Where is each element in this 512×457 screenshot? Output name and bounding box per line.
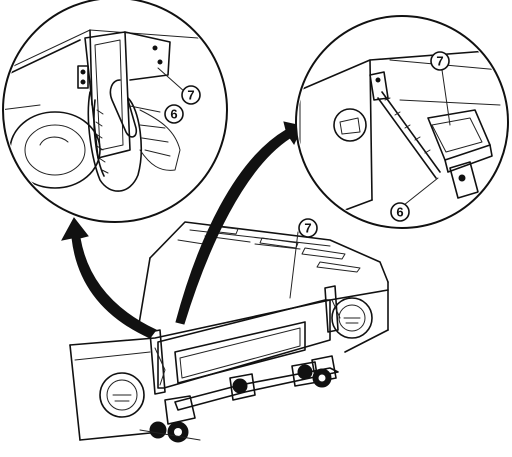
callout-label: 6 <box>170 107 177 122</box>
callout-label: 6 <box>396 205 403 220</box>
chain <box>87 91 142 192</box>
trailer-rear-view <box>69 221 389 443</box>
callout-left-seven: 7 <box>181 85 201 105</box>
callout-label: 7 <box>436 54 443 69</box>
tailgate-panel <box>174 321 306 384</box>
right-detail-view <box>295 15 509 229</box>
left-arrow <box>61 217 157 339</box>
tailgate <box>157 299 331 389</box>
callout-label: 7 <box>304 221 311 236</box>
callout-right-seven: 7 <box>430 51 450 71</box>
callout-label: 7 <box>187 88 194 103</box>
left-taillight <box>99 372 145 418</box>
callout-right-six: 6 <box>390 202 410 222</box>
right-taillight <box>331 297 373 339</box>
chain-extended <box>381 91 441 173</box>
callout-left-six: 6 <box>164 104 184 124</box>
callout-main-seven: 7 <box>298 218 318 238</box>
left-detail-view <box>2 0 228 223</box>
